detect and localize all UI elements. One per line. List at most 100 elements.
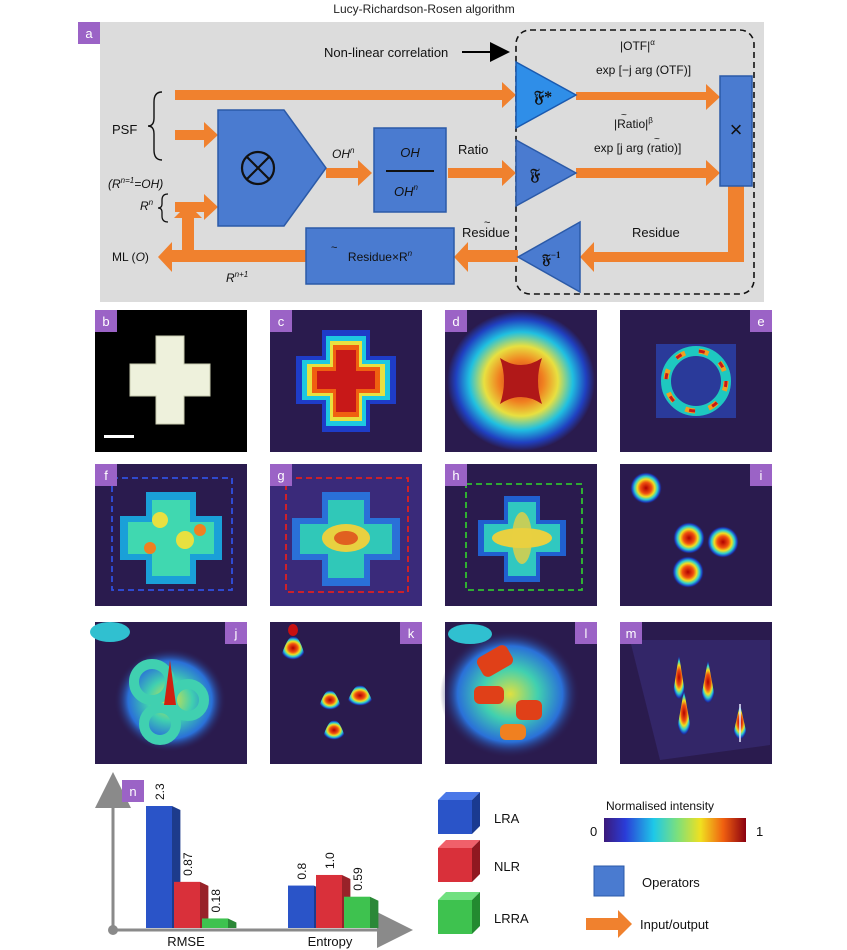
legend-lra-label: LRA (494, 811, 520, 826)
operators-legend-label: Operators (642, 875, 700, 890)
roi-box-red (285, 477, 409, 593)
ml-output-label: ML (O) (112, 250, 149, 264)
update-label: Residue×Rn (348, 249, 413, 264)
panel-k-image: k (270, 622, 422, 764)
convolve-to-ratio-arrow (326, 160, 372, 186)
panel-label-m: m (626, 626, 637, 641)
bar-side-lrra-rmse (228, 918, 237, 928)
fourier-conj-operator (515, 60, 578, 130)
fourier-symbol: 𝔉 (530, 167, 541, 184)
inverse-fourier-symbol: 𝔉−1 (542, 250, 561, 268)
panel-label-c: c (278, 314, 285, 329)
panel-c-image: c (270, 310, 422, 452)
svg-text:~: ~ (654, 134, 660, 145)
rn-to-convolve-arrow (175, 194, 218, 220)
feedback-arrow (174, 204, 202, 250)
panel-d-image: d (445, 310, 597, 452)
scale-bar (104, 435, 134, 438)
update-to-ml-arrow (158, 242, 306, 272)
svg-text:~: ~ (484, 217, 490, 229)
ratio-to-fourier-arrow (448, 160, 516, 186)
category-label-entropy: Entropy (308, 934, 353, 949)
bar-value-nlr-rmse: 0.87 (181, 852, 195, 876)
otf-abs-label: |OTF|α (620, 38, 655, 53)
rn-label: Rn (140, 198, 154, 213)
panel-l-image: l (440, 622, 597, 764)
convolve-symbol (240, 150, 276, 186)
panel-label-l: l (585, 626, 588, 641)
panel-label-d: d (452, 314, 459, 329)
ratio-label: Ratio (458, 142, 488, 157)
svg-text:~: ~ (331, 242, 337, 254)
panel-label-b: b (102, 314, 109, 329)
convolution-operator (217, 109, 327, 227)
panel-n-chart: n 2.30.870.180.81.00.59 RMSE Entropy (95, 772, 413, 949)
svg-text:~: ~ (621, 110, 627, 121)
multiply-operator (719, 75, 753, 187)
panel-label-h: h (452, 468, 459, 483)
otf-exp-label: exp [−j arg (OTF)] (596, 63, 691, 77)
fourier-conj-to-multiply-arrow (576, 84, 720, 110)
fraction-denominator: OHn (394, 183, 419, 199)
panel-label-e: e (757, 314, 764, 329)
io-legend-label: Input/output (640, 917, 709, 932)
svg-text:a: a (85, 26, 93, 41)
panel-f-image: f (95, 464, 247, 606)
panel-label-i: i (760, 468, 763, 483)
psf-brace (147, 91, 163, 161)
io-arrows (158, 82, 744, 272)
residue-label: Residue (632, 225, 680, 240)
fourier-to-multiply-arrow (576, 160, 720, 186)
ratio-exp-label: exp [j arg (ratio)] (594, 141, 681, 155)
nonlinear-label: Non-linear correlation (324, 45, 448, 60)
inverse-to-update-arrow (454, 242, 518, 272)
legend-nlr-label: NLR (494, 859, 520, 874)
panel-m-image: m (620, 622, 772, 764)
inverse-fourier-operator (516, 220, 581, 294)
psf-to-fourier-arrow (175, 82, 516, 108)
rn-brace (157, 193, 169, 223)
bar-value-lra-rmse: 2.3 (153, 783, 167, 800)
fourier-conj-symbol: 𝔉* (534, 89, 552, 106)
panel-label-f: f (104, 468, 108, 483)
colorbar-min: 0 (590, 824, 597, 839)
io-legend: Input/output (586, 910, 709, 938)
bar-lrra-rmse (202, 918, 228, 928)
panel-label-n: n (129, 784, 136, 799)
fourier-operator (515, 138, 578, 208)
legend-nlr: NLR (438, 840, 520, 882)
oh-prime-label: OHn (332, 146, 355, 161)
bar-value-nlr-entropy: 1.0 (323, 852, 337, 869)
roi-box-blue (111, 477, 233, 591)
rn1-label: Rn+1 (226, 270, 248, 285)
panel-i-image: i (620, 464, 772, 606)
psf-to-convolve-arrow (175, 122, 218, 148)
panel-j-image: j (90, 622, 247, 764)
panel-label-g: g (277, 468, 284, 483)
colorbar-legend: Normalised intensity 0 1 (590, 799, 763, 842)
panel-label-a: a (78, 22, 100, 44)
panel-label-k: k (408, 626, 415, 641)
legend-lrra-label: LRRA (494, 911, 529, 926)
roi-box-green (465, 483, 583, 591)
bar-side-lrra-entropy (370, 896, 379, 928)
figure-title: Lucy-Richardson-Rosen algorithm (333, 2, 514, 16)
bar-value-lrra-rmse: 0.18 (209, 889, 223, 913)
panel-label-j: j (234, 626, 238, 641)
nonlinear-correlation-box (515, 29, 755, 295)
colorbar-title: Normalised intensity (606, 799, 714, 813)
panel-e-image: e (620, 310, 772, 452)
multiply-symbol: × (730, 117, 743, 142)
bar-lra-rmse (146, 806, 172, 928)
bar-side-nlr-rmse (200, 881, 209, 928)
fraction-numerator: OH (400, 145, 420, 160)
bar-lra-entropy (288, 885, 314, 928)
panel-g-image: g (270, 464, 422, 606)
panel-h-image: h (445, 464, 597, 606)
rn-initial-label: (Rn=1=OH) (108, 176, 163, 191)
bar-value-lrra-entropy: 0.59 (351, 867, 365, 891)
psf-label: PSF (112, 122, 137, 137)
axis-origin (108, 925, 118, 935)
category-label-rmse: RMSE (167, 934, 205, 949)
legend-lrra: LRRA (438, 892, 529, 934)
